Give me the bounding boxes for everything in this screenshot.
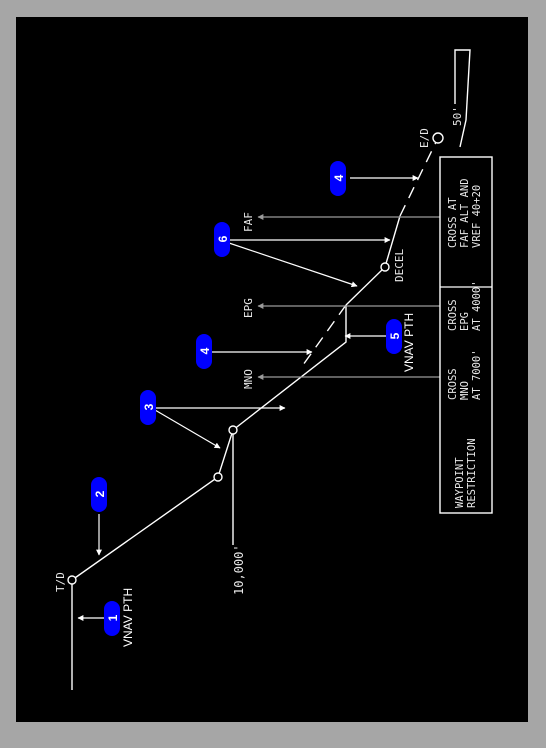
callout-3-arrow-b <box>154 409 221 449</box>
ten-thousand-label: 10,000' <box>232 544 246 595</box>
td-waypoint <box>67 575 77 585</box>
decel-label: DECEL <box>393 249 406 282</box>
waypoint-circle <box>228 425 238 435</box>
path-dashed-final <box>399 137 439 217</box>
svg-text:1: 1 <box>106 614 120 621</box>
descent-path-decel <box>345 215 401 306</box>
vnav-descent-diagram: T/D E/D 10,000' 50' MNO EPG FAF DECEL VN… <box>54 49 493 690</box>
callout-6-arrow-b <box>225 241 358 288</box>
svg-text:5: 5 <box>388 332 402 339</box>
decel-waypoint <box>380 262 390 272</box>
table-header-restriction: RESTRICTION <box>466 438 478 508</box>
callout-2: 2 <box>91 477 107 512</box>
faf-alt: FAF ALT AND <box>459 178 471 248</box>
mno-cross: CROSS <box>447 368 459 400</box>
svg-text:2: 2 <box>93 490 107 497</box>
table-header-waypoint: WAYPOINT <box>454 457 466 508</box>
vnav-pth-label-1: VNAV PTH <box>121 588 135 647</box>
path-dashed-epg <box>302 304 347 366</box>
callout-4-b: 4 <box>330 161 346 196</box>
vnav-pth-label-5: VNAV PTH <box>402 313 416 372</box>
td-label: T/D <box>54 572 67 592</box>
mno-name: MNO <box>459 381 471 400</box>
epg-cross: CROSS <box>447 299 459 331</box>
callout-4-a: 4 <box>196 334 212 369</box>
mno-label: MNO <box>242 369 255 389</box>
fifty-label: 50' <box>451 106 464 126</box>
runway-threshold <box>454 49 471 148</box>
ed-waypoint <box>432 132 444 144</box>
epg-name: EPG <box>459 312 471 331</box>
faf-label: FAF <box>242 212 255 232</box>
callout-6: 6 <box>214 222 230 257</box>
epg-altitude: AT 4000' <box>471 280 483 331</box>
faf-vref: VREF 40+20 <box>471 185 483 248</box>
epg-label: EPG <box>242 298 255 318</box>
callout-5: 5 <box>386 319 402 354</box>
svg-text:4: 4 <box>198 347 212 354</box>
svg-text:6: 6 <box>216 235 230 242</box>
callout-3: 3 <box>140 390 156 425</box>
waypoint-circle <box>213 472 223 482</box>
svg-text:4: 4 <box>332 174 346 181</box>
restriction-table: WAYPOINT RESTRICTION CROSS MNO AT 7000' … <box>439 156 493 514</box>
diagram-frame: T/D E/D 10,000' 50' MNO EPG FAF DECEL VN… <box>16 17 528 722</box>
ed-label: E/D <box>418 128 431 148</box>
faf-cross: CROSS AT <box>447 197 459 248</box>
svg-text:3: 3 <box>142 403 156 410</box>
mno-altitude: AT 7000' <box>471 349 483 400</box>
callout-1: 1 <box>104 601 120 636</box>
